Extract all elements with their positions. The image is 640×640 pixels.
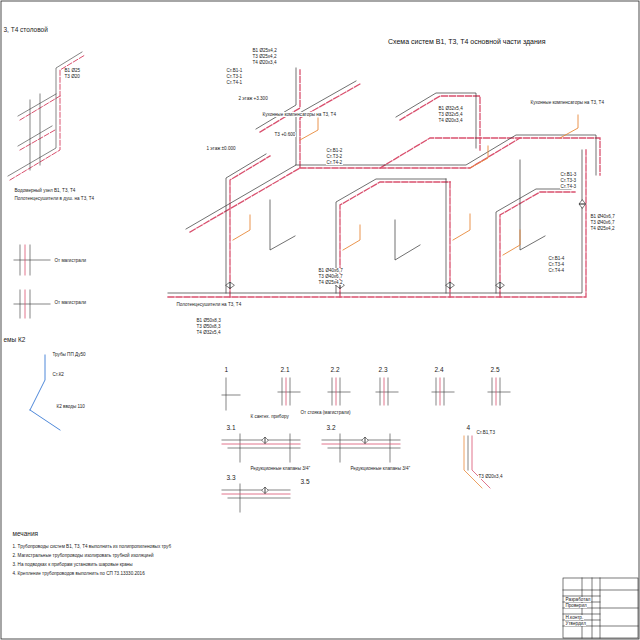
pipe-label: 1 этаж ±0.000	[206, 146, 236, 151]
pipe-label: Ст.В1-3	[560, 172, 577, 177]
detail-number: 4	[466, 424, 471, 431]
pipe-label: Редукционные клапаны 3/4"	[250, 466, 311, 471]
detail-number: 2.4	[434, 366, 444, 373]
detail-number: 2.2	[330, 366, 340, 373]
pipe-label: Т4 Ø20х3,4	[252, 60, 277, 65]
pipe-label: Т3 Ø40х6,7	[318, 274, 343, 279]
section-title: 3, Т4 столовой	[3, 26, 48, 33]
pipe-label: Ст.В1-4	[548, 256, 565, 261]
pipe-label: К сантех. прибору	[250, 414, 289, 419]
pipe-label: Полотенцесушители на Т3, Т4	[176, 302, 242, 307]
pipe-label: В1 Ø40х6,7	[318, 268, 343, 273]
pipe-label: В1 Ø40х6,7	[590, 214, 615, 219]
detail-number: 3.3	[226, 474, 236, 481]
detail-number: 2.5	[490, 366, 500, 373]
detail-number: 2.1	[280, 366, 290, 373]
pipe-label: Ст.Т4-2	[326, 160, 343, 165]
title-block-cell: Разработал	[565, 597, 591, 602]
pipe-label: Т4 Ø25х4,2	[318, 280, 343, 285]
pipe-label: Т3 Ø32х5,4	[438, 112, 463, 117]
pipe-label: Т3 Ø25х4,2	[252, 54, 277, 59]
pipe-label: Ст.Т3-3	[560, 178, 577, 183]
pipe-label: Ст.К2	[52, 372, 64, 377]
pipe-label: В1 Ø32х5,4	[438, 106, 463, 111]
pipe-label: Ст.Т4-4	[548, 268, 565, 273]
pipe-label: От магистрали	[54, 300, 87, 305]
pipe-label: Ст.Т4-3	[560, 184, 577, 189]
note-line: 2. Магистральные трубопроводы изолироват…	[12, 553, 154, 558]
title-block-cell: Проверил	[565, 603, 587, 608]
section-title: емы К2	[3, 336, 26, 343]
pipe-label: Ст.В1-2	[326, 148, 343, 153]
pipe-label: Ст.В1-1	[226, 68, 243, 73]
pipe-label: В1 Ø25х4,2	[252, 48, 277, 53]
pipe-label: Кухонные компенсаторы на Т3, Т4	[530, 100, 604, 105]
pipe-label: Т4 Ø20х3,4	[438, 118, 463, 123]
pipe-label: Т3 Ø20	[64, 74, 80, 79]
title-block-cell: Н.контр.	[565, 615, 584, 620]
detail-number: 2.3	[378, 366, 388, 373]
pipe-label: От магистрали	[54, 258, 87, 263]
pipe-label: Кухонные компенсаторы на Т3, Т4	[262, 112, 336, 117]
pipe-label: Т4 Ø25х4,2	[590, 226, 615, 231]
pipe-label: Т3 Ø50х8,3	[196, 324, 221, 329]
pipe-label: Ст.Т3-4	[548, 262, 565, 267]
note-line: 4. Крепление трубопроводов выполнить по …	[12, 571, 145, 576]
section-title: мечания	[12, 530, 39, 537]
detail-number: 3.1	[226, 424, 236, 431]
detail-number: 1	[224, 366, 229, 373]
pipe-label: В1 Ø50х8,3	[196, 318, 221, 323]
pipe-label: 2 этаж +3.300	[238, 96, 268, 101]
pipe-label: Ст.Т3-1	[226, 74, 243, 79]
note-line: 3. На подводках к приборам установить ша…	[12, 562, 133, 567]
pipe-label: От стояка (магистрали)	[300, 410, 351, 415]
pipe-label: Т3 +0.600	[274, 132, 296, 137]
pipe-label: Ст.В1,Т3	[476, 430, 495, 435]
pipe-label: К2 вводы 110	[56, 404, 85, 409]
pipe-label: Т3 Ø20х3,4	[478, 474, 503, 479]
sheet-title: Схема систем В1, Т3, Т4 основной части з…	[388, 38, 546, 45]
pipe-label: Полотенцесушители в душ. на Т3, Т4	[14, 196, 95, 201]
pipe-label: Ст.Т3-2	[326, 154, 343, 159]
title-block-cell: Утвердил	[565, 621, 586, 626]
pipe-label: Т4 Ø32х5,4	[196, 330, 221, 335]
pipe-label: В1 Ø25	[64, 68, 81, 73]
pipe-label: Ст.Т4-1	[226, 80, 243, 85]
detail-number: 3.5	[300, 478, 310, 485]
pipe-label: Т3 Ø40х6,7	[590, 220, 615, 225]
pipe-label: Трубы ПП Ду50	[52, 352, 86, 357]
pipe-label: Редукционные клапаны 3/4"	[350, 466, 411, 471]
note-line: 1. Трубопроводы систем В1, Т3, Т4 выполн…	[12, 544, 172, 549]
detail-number: 3.2	[326, 424, 336, 431]
pipe-label: Водомерный узел В1, Т3, Т4	[14, 188, 76, 193]
